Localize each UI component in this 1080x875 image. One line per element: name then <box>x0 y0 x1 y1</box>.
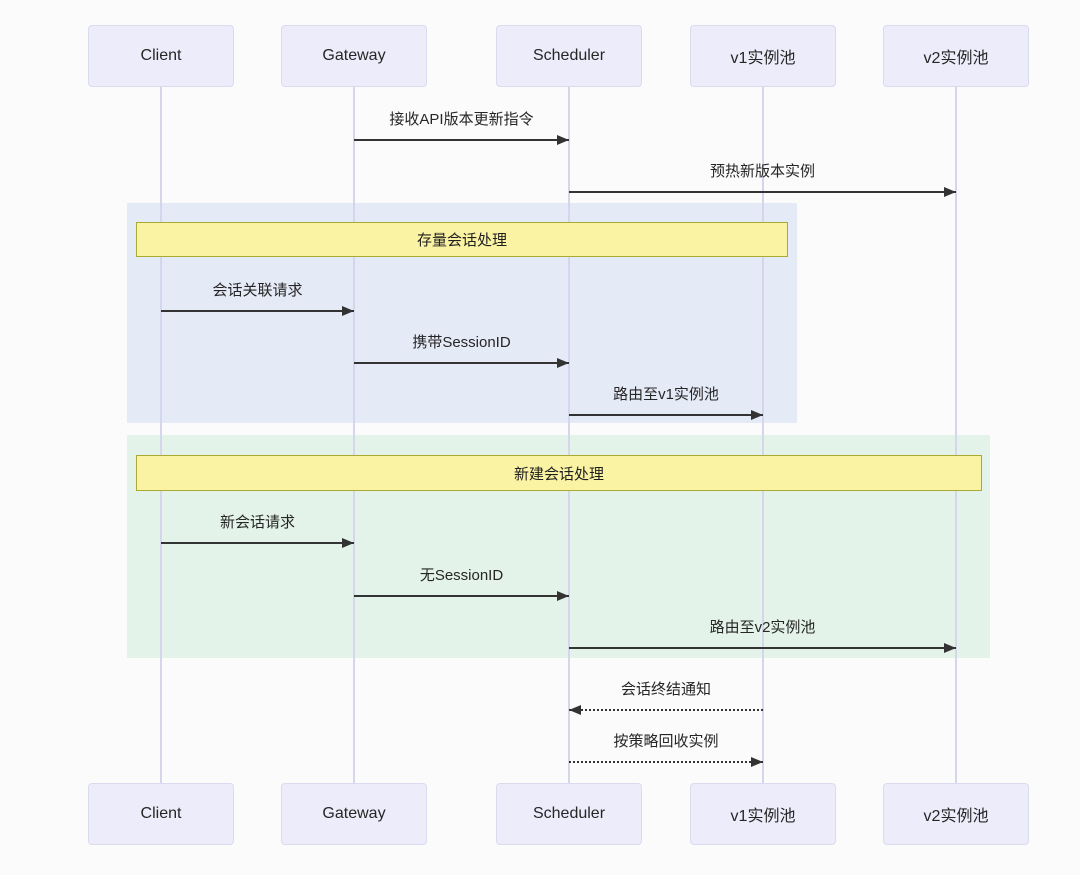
message-9-arrowhead <box>751 757 763 767</box>
participant-v1-bottom: v1实例池 <box>690 783 836 845</box>
message-8-label: 会话终结通知 <box>620 681 711 698</box>
participant-label: v2实例池 <box>923 50 989 67</box>
message-9-line <box>569 761 763 763</box>
message-2-label: 会话关联请求 <box>212 282 303 299</box>
message-4-line <box>569 414 763 416</box>
participant-client-bottom: Client <box>88 783 234 845</box>
participant-scheduler-bottom: Scheduler <box>496 783 642 845</box>
message-7-label: 路由至v2实例池 <box>709 619 816 636</box>
message-5-label: 新会话请求 <box>219 514 295 531</box>
participant-label: Client <box>140 47 182 64</box>
participant-client-top: Client <box>88 25 234 87</box>
participant-v2-top: v2实例池 <box>883 25 1029 87</box>
message-5-arrowhead <box>342 538 354 548</box>
message-2-line <box>161 310 354 312</box>
message-2-arrowhead <box>342 306 354 316</box>
participant-label: v1实例池 <box>730 808 796 825</box>
lifeline-scheduler <box>568 87 570 783</box>
message-6-line <box>354 595 569 597</box>
participant-scheduler-top: Scheduler <box>496 25 642 87</box>
participant-v1-top: v1实例池 <box>690 25 836 87</box>
participant-gateway-top: Gateway <box>281 25 427 87</box>
message-0-arrowhead <box>557 135 569 145</box>
message-0-line <box>354 139 569 141</box>
participant-gateway-bottom: Gateway <box>281 783 427 845</box>
message-3-arrowhead <box>557 358 569 368</box>
message-4-label: 路由至v1实例池 <box>613 386 719 403</box>
participant-label: Client <box>140 805 182 822</box>
message-4-arrowhead <box>751 410 763 420</box>
message-1-line <box>569 191 956 193</box>
lifeline-client <box>160 87 162 783</box>
lifeline-v1 <box>762 87 764 783</box>
participant-label: Gateway <box>322 805 386 822</box>
message-9-label: 按策略回收实例 <box>613 733 719 750</box>
message-7-arrowhead <box>944 643 956 653</box>
message-8-line <box>569 709 763 711</box>
lifeline-gateway <box>353 87 355 783</box>
lifeline-v2 <box>955 87 957 783</box>
message-3-line <box>354 362 569 364</box>
participant-v2-bottom: v2实例池 <box>883 783 1029 845</box>
note-existing-sessions: 存量会话处理 <box>136 222 788 257</box>
participant-label: Gateway <box>322 47 386 64</box>
message-7-line <box>569 647 956 649</box>
message-1-label: 预热新版本实例 <box>709 163 815 180</box>
participant-label: v2实例池 <box>923 808 989 825</box>
participant-label: Scheduler <box>532 47 606 64</box>
message-5-line <box>161 542 354 544</box>
participant-label: v1实例池 <box>730 50 796 67</box>
note-new-sessions: 新建会话处理 <box>136 455 982 491</box>
participant-label: Scheduler <box>532 805 606 822</box>
message-3-label: 携带SessionID <box>412 334 511 351</box>
message-8-arrowhead <box>569 705 581 715</box>
message-1-arrowhead <box>944 187 956 197</box>
message-6-arrowhead <box>557 591 569 601</box>
message-0-label: 接收API版本更新指令 <box>389 111 534 128</box>
message-6-label: 无SessionID <box>419 567 504 584</box>
